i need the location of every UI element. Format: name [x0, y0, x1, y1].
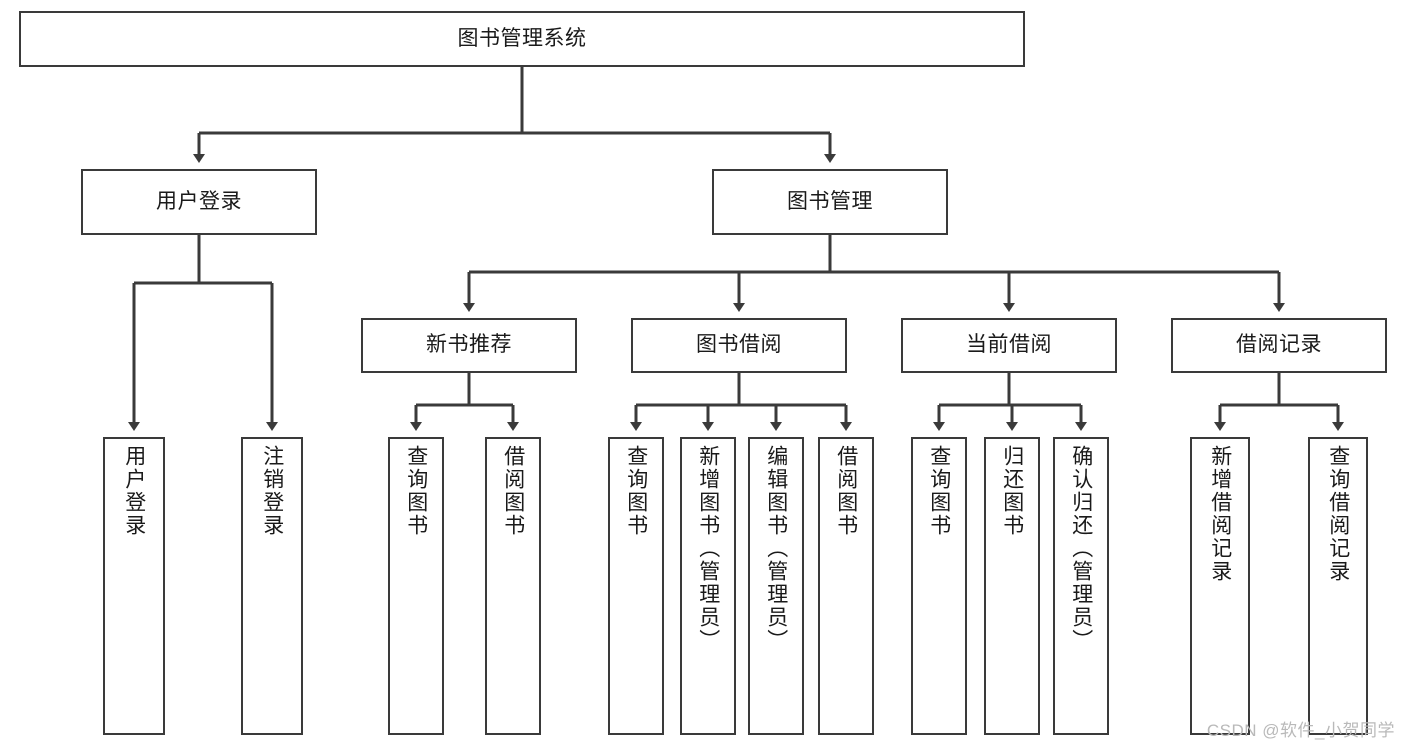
node-leaf-query-book-2-label: 查询图书: [624, 445, 648, 537]
node-leaf-query-book-3-label: 查询图书: [927, 445, 951, 537]
node-book-management-label: 图书管理: [787, 189, 873, 213]
node-leaf-query-record[interactable]: 查询借阅记录: [1308, 437, 1368, 735]
node-leaf-borrow-book-2-label: 借阅图书: [834, 445, 858, 537]
csdn-watermark: CSDN @软件_小贺同学: [1206, 721, 1395, 740]
node-book-management[interactable]: 图书管理: [712, 169, 948, 235]
node-leaf-add-record-label: 新增借阅记录: [1208, 445, 1232, 583]
node-current-borrow-label: 当前借阅: [966, 333, 1052, 357]
node-leaf-confirm-return-label: 确认归还（管理员）: [1069, 445, 1093, 652]
node-leaf-query-book-3[interactable]: 查询图书: [911, 437, 967, 735]
node-new-book-recommend-label: 新书推荐: [426, 333, 512, 357]
node-leaf-add-record[interactable]: 新增借阅记录: [1190, 437, 1250, 735]
node-leaf-borrow-book-1[interactable]: 借阅图书: [485, 437, 541, 735]
node-leaf-query-record-label: 查询借阅记录: [1326, 445, 1350, 583]
node-leaf-user-login-label: 用户登录: [122, 445, 146, 537]
node-leaf-query-book-1[interactable]: 查询图书: [388, 437, 444, 735]
node-leaf-borrow-book-2[interactable]: 借阅图书: [818, 437, 874, 735]
node-leaf-logout[interactable]: 注销登录: [241, 437, 303, 735]
node-book-borrow[interactable]: 图书借阅: [631, 318, 847, 373]
node-leaf-user-login[interactable]: 用户登录: [103, 437, 165, 735]
node-user-login[interactable]: 用户登录: [81, 169, 317, 235]
node-leaf-edit-book[interactable]: 编辑图书（管理员）: [748, 437, 804, 735]
node-root[interactable]: 图书管理系统: [19, 11, 1025, 67]
node-leaf-add-book-label: 新增图书（管理员）: [696, 445, 720, 652]
node-leaf-query-book-1-label: 查询图书: [404, 445, 428, 537]
node-leaf-query-book-2[interactable]: 查询图书: [608, 437, 664, 735]
node-user-login-label: 用户登录: [156, 189, 242, 213]
node-leaf-confirm-return[interactable]: 确认归还（管理员）: [1053, 437, 1109, 735]
node-borrow-record-label: 借阅记录: [1236, 333, 1322, 357]
node-borrow-record[interactable]: 借阅记录: [1171, 318, 1387, 373]
node-leaf-return-book-label: 归还图书: [1000, 445, 1024, 537]
node-leaf-logout-label: 注销登录: [260, 445, 284, 537]
node-book-borrow-label: 图书借阅: [696, 333, 782, 357]
node-leaf-edit-book-label: 编辑图书（管理员）: [764, 445, 788, 652]
node-leaf-return-book[interactable]: 归还图书: [984, 437, 1040, 735]
node-leaf-add-book[interactable]: 新增图书（管理员）: [680, 437, 736, 735]
node-current-borrow[interactable]: 当前借阅: [901, 318, 1117, 373]
node-root-label: 图书管理系统: [457, 26, 587, 50]
node-leaf-borrow-book-1-label: 借阅图书: [501, 445, 525, 537]
node-new-book-recommend[interactable]: 新书推荐: [361, 318, 577, 373]
